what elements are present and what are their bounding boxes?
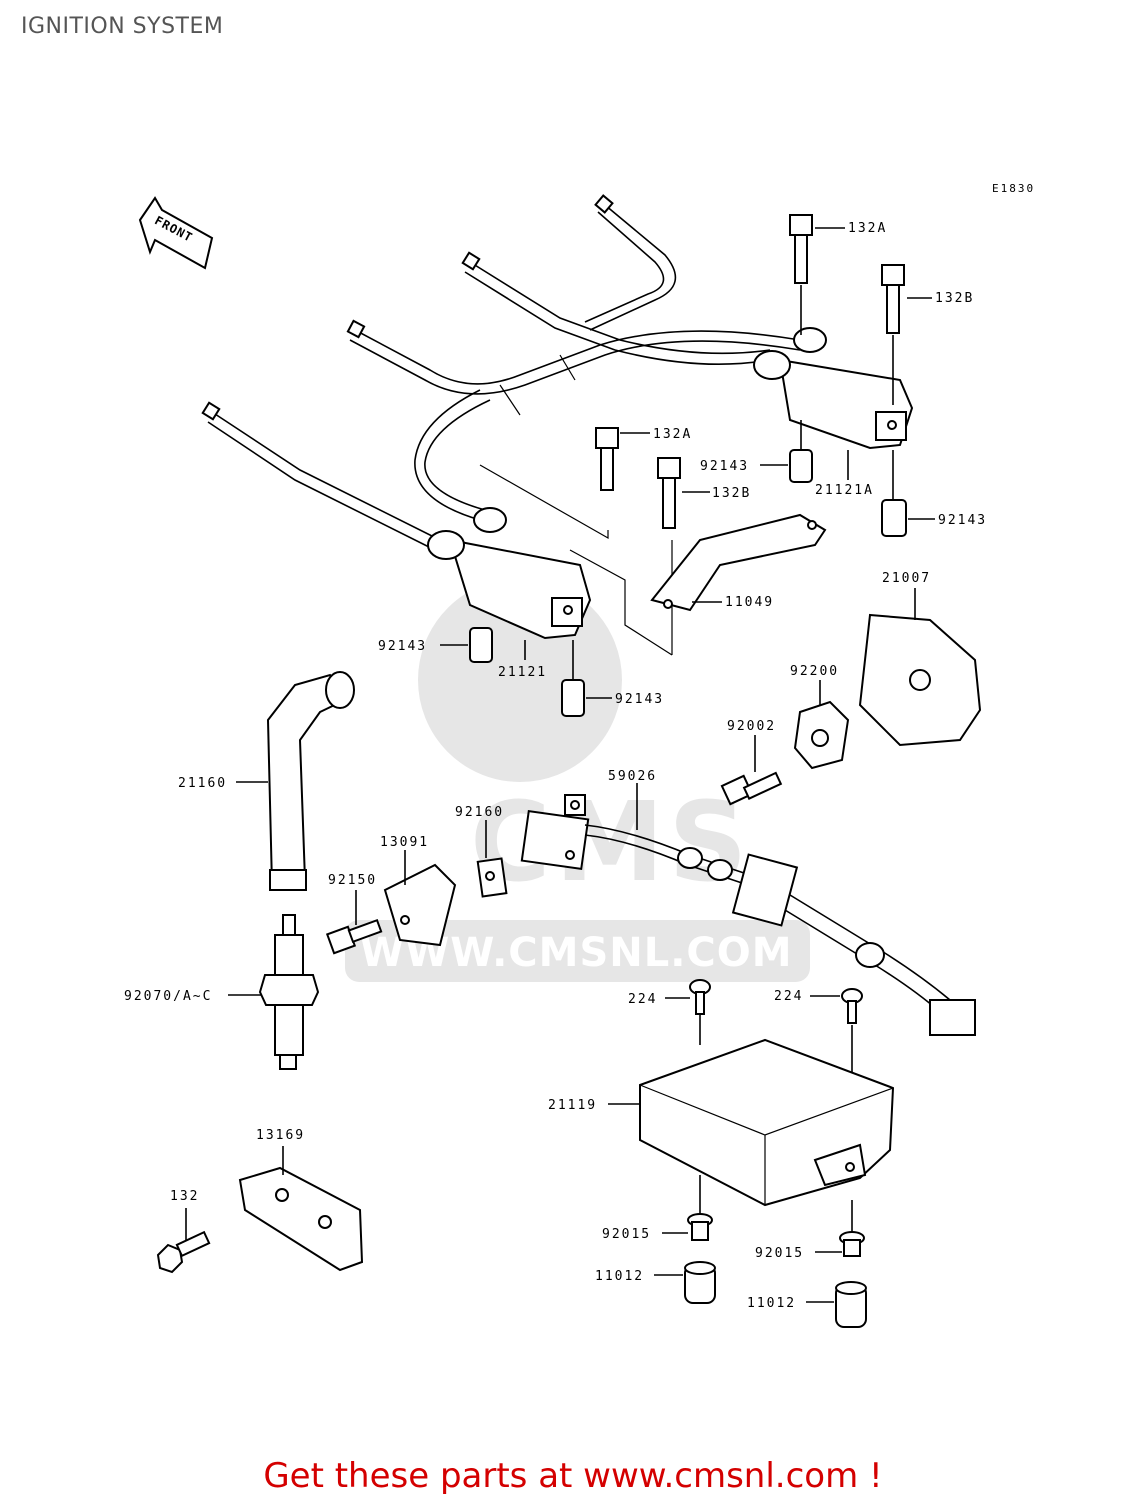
bracket-13091 <box>383 850 457 947</box>
bolt-92015-a <box>662 1175 713 1241</box>
label-21119: 21119 <box>548 1098 597 1113</box>
bolt-132b-mid <box>657 457 710 529</box>
cdi-unit-21119 <box>608 1038 895 1207</box>
front-arrow-icon: FRONT <box>138 196 214 270</box>
label-13091: 13091 <box>380 835 429 850</box>
page-title: IGNITION SYSTEM <box>21 14 224 39</box>
label-59026: 59026 <box>608 769 657 784</box>
label-224-a: 224 <box>628 992 657 1007</box>
ignition-coil-lower <box>427 507 592 640</box>
label-21007: 21007 <box>882 571 931 586</box>
label-132: 132 <box>170 1189 199 1204</box>
grommet-11012-b <box>806 1281 867 1328</box>
bolt-132a-top <box>789 214 845 335</box>
watermark-logo: CMS <box>470 778 751 906</box>
label-92015-b: 92015 <box>755 1246 804 1261</box>
spacer-92143-b <box>881 450 935 537</box>
plate-92160 <box>476 820 508 898</box>
igniter-59026 <box>520 783 976 1036</box>
bolt-92002 <box>720 735 783 806</box>
watermark: CMS WWW.CMSNL.COM <box>345 578 810 982</box>
label-92143-a: 92143 <box>700 459 749 474</box>
spark-plug-92070 <box>228 914 320 1070</box>
bolt-132 <box>156 1208 211 1274</box>
label-21160: 21160 <box>178 776 227 791</box>
label-92070: 92070/A~C <box>124 989 212 1004</box>
drawing-code: E1830 <box>992 182 1035 195</box>
label-13169: 13169 <box>256 1128 305 1143</box>
grommet-11012-a <box>654 1261 716 1304</box>
label-92002: 92002 <box>727 719 776 734</box>
bolt-132a-mid <box>595 427 650 491</box>
label-92015-a: 92015 <box>602 1227 651 1242</box>
label-92143-b: 92143 <box>938 513 987 528</box>
label-132b-top: 132B <box>935 291 974 306</box>
bracket-13169 <box>238 1146 364 1272</box>
label-92143-d: 92143 <box>615 692 664 707</box>
label-132a-mid: 132A <box>653 427 692 442</box>
label-92150: 92150 <box>328 873 377 888</box>
spacer-92143-d <box>561 640 612 717</box>
label-92143-c: 92143 <box>378 639 427 654</box>
label-92160: 92160 <box>455 805 504 820</box>
label-11012-a: 11012 <box>595 1269 644 1284</box>
guide-line-a <box>479 464 609 540</box>
label-11049: 11049 <box>725 595 774 610</box>
bracket-11049 <box>650 513 827 612</box>
bolt-132b-top <box>881 264 932 405</box>
nut-92200 <box>793 680 850 770</box>
bolt-92015-b <box>815 1200 865 1257</box>
guide-line-b <box>569 549 673 656</box>
screw-224-a <box>665 979 711 1045</box>
label-224-b: 224 <box>774 989 803 1004</box>
ignition-coil-upper <box>753 327 914 450</box>
label-92200: 92200 <box>790 664 839 679</box>
plug-cap-21160 <box>236 671 355 891</box>
label-21121: 21121 <box>498 665 547 680</box>
cta-link[interactable]: Get these parts at www.cmsnl.com ! <box>263 1456 883 1496</box>
label-21121a: 21121A <box>815 483 874 498</box>
bolt-92150 <box>325 890 383 955</box>
spacer-92143-c <box>440 627 493 663</box>
label-132a-top: 132A <box>848 221 887 236</box>
label-11012-b: 11012 <box>747 1296 796 1311</box>
timing-plate-21007 <box>858 588 982 747</box>
label-132b-mid: 132B <box>712 486 751 501</box>
spacer-92143-a <box>760 420 813 483</box>
ignition-wires <box>201 194 801 551</box>
